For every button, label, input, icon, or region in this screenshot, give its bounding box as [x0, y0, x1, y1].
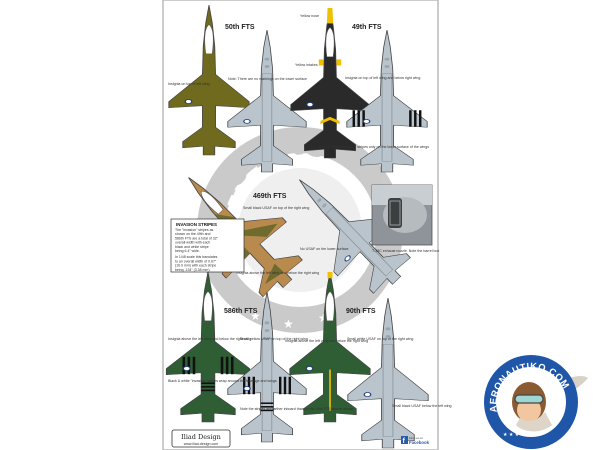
aeronautiko-logo: AERONAUTIKO.COM ★ ★ ★ ★ ★ ★ ★ — [484, 355, 588, 449]
svg-text:★: ★ — [283, 317, 294, 331]
note-green-insignia: Insignia above the left wing and below t… — [168, 337, 251, 341]
aircraft-49th-black-top — [290, 7, 370, 159]
note-small-black-usaf-below: Small black USAF below the left wing — [392, 404, 452, 408]
title-469th-fts: 469th FTS — [253, 193, 287, 200]
aircraft-469th-gray-bottom — [270, 152, 426, 308]
note-yellow-nose: Yellow nose — [300, 14, 319, 18]
title-50th-fts: 50th FTS — [225, 24, 255, 31]
svg-text:f: f — [403, 438, 406, 445]
invasion-text-line: In 1/48 scale this translates — [175, 255, 218, 259]
facebook-name: Facebook — [409, 440, 430, 445]
title-90th-fts: 90th FTS — [346, 308, 376, 315]
aircraft-90th-gray-bottom — [347, 297, 429, 449]
note-invasion-lower: Black & white "invasion" stripes only on… — [318, 145, 429, 149]
brand-url: www.iliad-design.com — [184, 442, 219, 446]
note-yellow-intakes: Yellow intakes — [295, 63, 318, 67]
title-586th-fts: 586th FTS — [224, 308, 258, 315]
invasion-text-line: to an overall width of 0.67" — [175, 259, 217, 263]
note-green90-insignia: Insignia above the left wing and below t… — [285, 339, 368, 343]
note-no-usaf-lower: No USAF on the lower surface — [300, 247, 349, 251]
note-black-insignia: Insignia on top of left wing and below r… — [345, 76, 420, 80]
invasion-text-line: being .134" (3.38 mm). — [175, 268, 211, 272]
svg-text:★ ★ ★ ★ ★ ★ ★: ★ ★ ★ ★ ★ ★ ★ — [503, 432, 543, 438]
svg-text:★: ★ — [250, 309, 261, 323]
aircraft-50th-gray-bottom — [227, 29, 307, 173]
note-small-black-usaf: Small black USAF on top of the right win… — [243, 206, 309, 210]
note-small-yellow-usaf: Small yellow USAF on top of the right wi… — [240, 337, 308, 341]
invasion-text-line: being 6.4" wide. — [175, 249, 200, 253]
invasion-text-line: black and white stripe — [175, 245, 209, 249]
invasion-text-line: 586th FTS are a total of 32" — [175, 236, 219, 240]
invasion-title: INVASION STRIPES — [176, 222, 217, 227]
invasion-text-line: (16.9 mm) with each stripe — [175, 264, 216, 268]
brand-name: Iliad Design — [181, 433, 221, 441]
iliad-design-logo: Iliad Design www.iliad-design.com — [171, 429, 231, 448]
note-exhaust: T-38C exhaust nozzle. Note the barrel bo… — [372, 249, 440, 253]
note-small-white-usaf: Small white USAF on top of the right win… — [347, 337, 413, 341]
svg-text:★: ★ — [318, 311, 329, 325]
invasion-text-line: overall width with each — [175, 241, 210, 245]
facebook-badge: f Find us on Facebook — [401, 436, 430, 445]
aircraft-50th-olive-top — [168, 4, 250, 156]
exhaust-photo — [371, 184, 433, 246]
aircraft-49th-gray-bottom — [346, 29, 428, 173]
aircraft-90th-green-top — [289, 271, 371, 423]
aircraft-586th-green-top — [165, 271, 251, 423]
facebook-find: Find us on — [409, 436, 423, 440]
note-stripes-inboard: Note the stripes are farther inboard tha… — [240, 407, 353, 411]
invasion-text-line: The "invasion" stripes as — [175, 228, 214, 232]
note-olive-insignia: Insignia on top of left wing — [168, 82, 210, 86]
invasion-text-line: shown on the 49th and — [175, 232, 210, 236]
aircraft-586th-gray-bottom — [227, 291, 307, 443]
note-no-lower-markings: Note: There are no markings on the lower… — [228, 77, 307, 81]
title-49th-fts: 49th FTS — [352, 24, 382, 31]
note-desert-insignia: Insignia above the left wing and below t… — [236, 271, 319, 275]
invasion-stripes-box: INVASION STRIPES The "invasion" stripes … — [170, 218, 245, 273]
note-wrap-stripes: Black & white "invasion" stripes wrap ar… — [168, 379, 277, 383]
